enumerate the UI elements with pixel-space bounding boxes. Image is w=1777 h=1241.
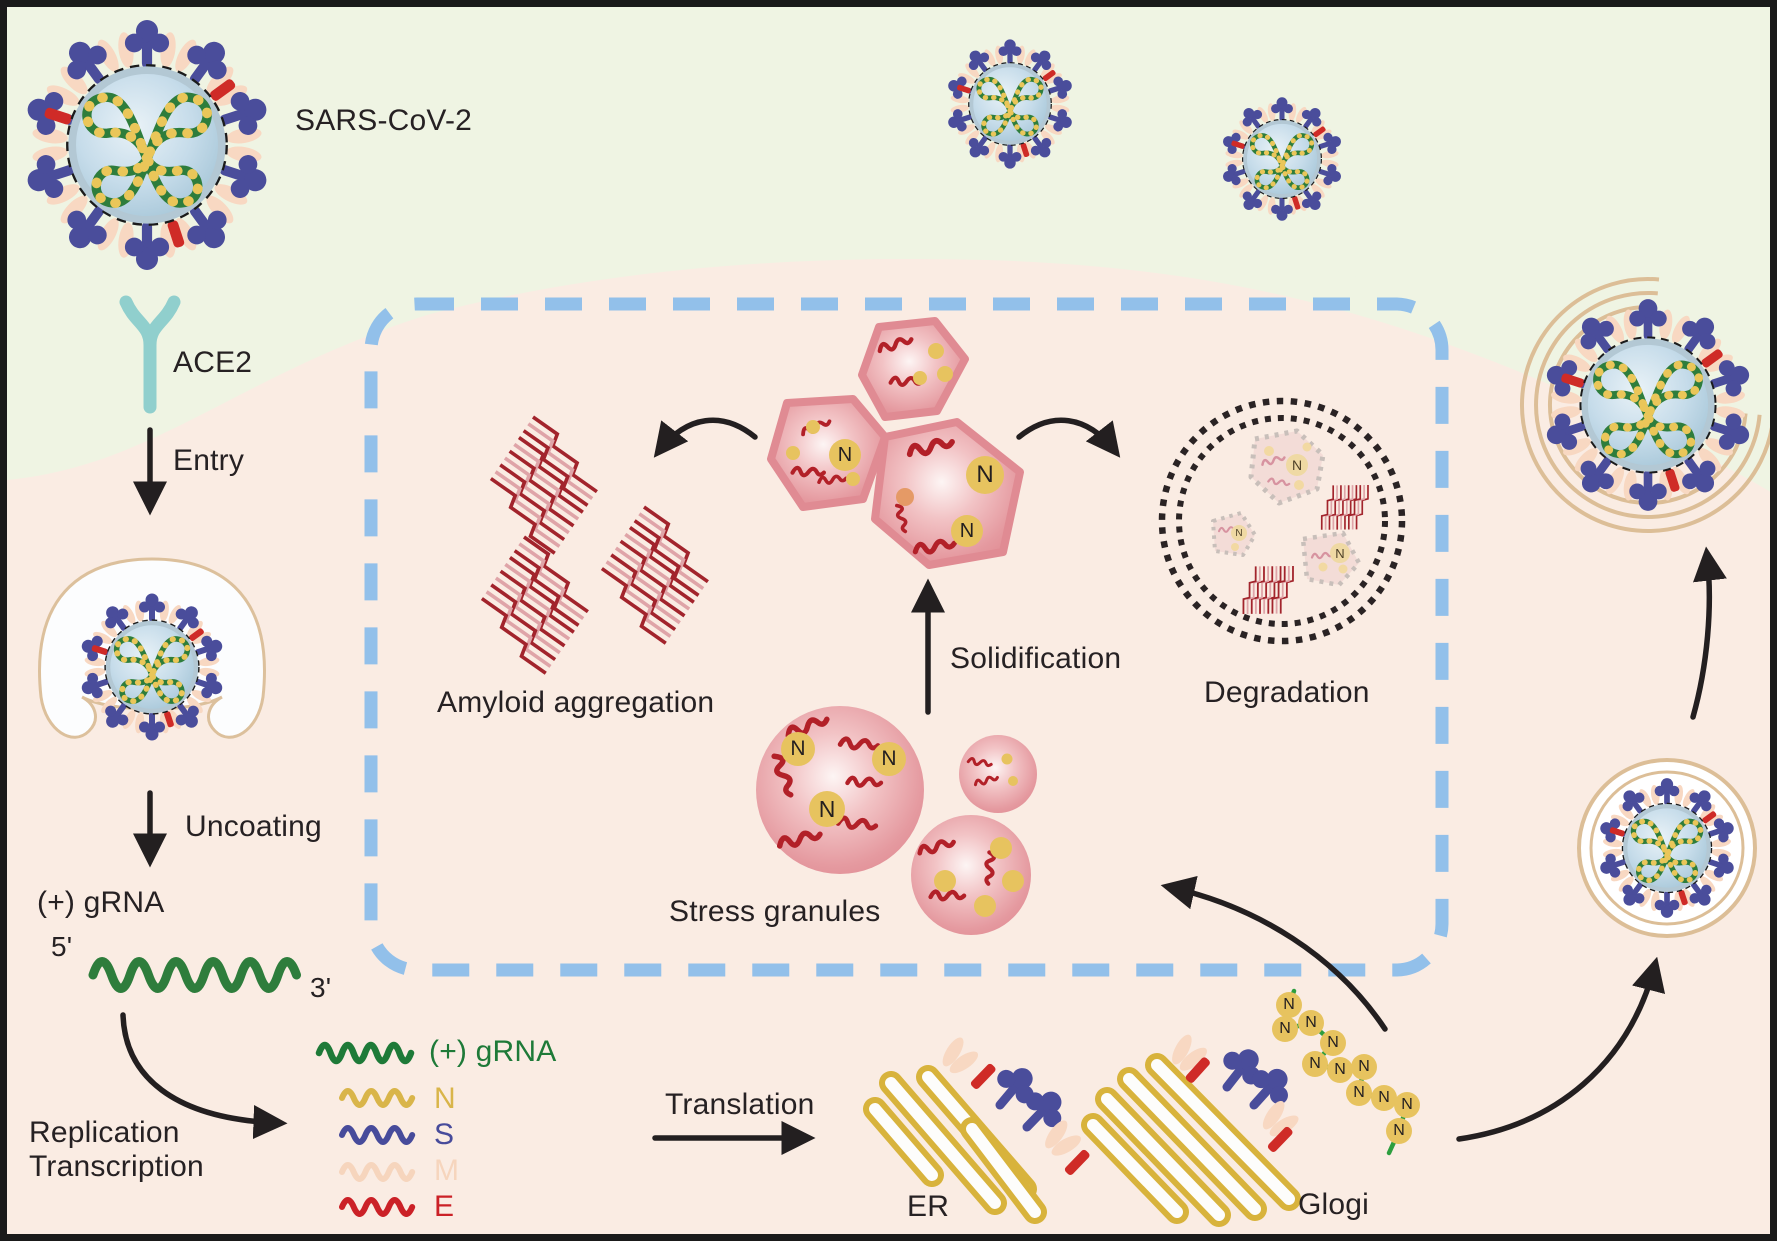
uncoating-label: Uncoating bbox=[185, 810, 322, 843]
replication-transcription-arrow bbox=[120, 1012, 288, 1140]
ace2-receptor bbox=[119, 295, 181, 414]
n-protein-badge: N bbox=[1330, 543, 1350, 563]
virus-name-label: SARS-CoV-2 bbox=[295, 104, 473, 137]
assembly-to-vesicle-arrow bbox=[1456, 956, 1666, 1142]
n-protein-badge: N bbox=[966, 456, 1004, 494]
five-prime-label: 5' bbox=[51, 931, 73, 962]
replication-label: Replication bbox=[29, 1116, 180, 1149]
translation-label: Translation bbox=[665, 1088, 815, 1121]
er-label: ER bbox=[907, 1190, 950, 1223]
solidification-label: Solidification bbox=[950, 642, 1122, 675]
n-protein-badge: N bbox=[872, 742, 906, 776]
n-protein-badge: N bbox=[1286, 454, 1308, 476]
n-protein-badge: N bbox=[1346, 1080, 1372, 1106]
degradation-label: Degradation bbox=[1204, 676, 1370, 709]
n-protein-badge: N bbox=[1272, 1016, 1298, 1042]
n-protein-badge: N bbox=[1351, 1054, 1377, 1080]
to-amyloid-arrow bbox=[653, 417, 758, 458]
vesicle-to-release-arrow bbox=[1690, 546, 1727, 720]
stress-granules-label: Stress granules bbox=[669, 895, 881, 928]
n-protein-badge: N bbox=[1231, 525, 1247, 541]
legend-m-label: M bbox=[434, 1154, 460, 1187]
transcription-label: Transcription bbox=[29, 1150, 204, 1183]
golgi-label: Glogi bbox=[1298, 1188, 1370, 1221]
grna-wave bbox=[88, 957, 301, 993]
n-protein-badge: N bbox=[1298, 1010, 1324, 1036]
text-overlay: SARS-CoV-2 ACE2 Entry Uncoating (+) gRNA… bbox=[7, 7, 1770, 1234]
er-organelle bbox=[863, 1032, 1091, 1224]
entry-label: Entry bbox=[173, 444, 245, 477]
n-protein-badge: N bbox=[809, 791, 845, 827]
three-prime-label: 3' bbox=[310, 972, 332, 1003]
n-protein-badge: N bbox=[1386, 1118, 1412, 1144]
n-protein-to-granules-arrow bbox=[1160, 875, 1388, 1032]
n-protein-badge: N bbox=[781, 732, 815, 766]
ace2-label: ACE2 bbox=[173, 346, 253, 379]
legend-e-label: E bbox=[434, 1190, 455, 1223]
amyloid-aggregation-label: Amyloid aggregation bbox=[437, 686, 715, 719]
legend-grna-label: (+) gRNA bbox=[429, 1035, 557, 1068]
hexagon-contents bbox=[786, 337, 955, 553]
n-protein-badge: N bbox=[951, 515, 983, 547]
cell-membrane-band bbox=[7, 7, 1770, 454]
n-protein-badge: N bbox=[1276, 992, 1302, 1018]
n-protein-badge: N bbox=[1327, 1057, 1353, 1083]
n-protein-badge: N bbox=[829, 439, 861, 471]
granule-pathway-dashed-box bbox=[364, 297, 1449, 977]
n-protein-badge: N bbox=[1371, 1085, 1397, 1111]
rna-legend-waves bbox=[315, 1041, 416, 1217]
n-protein-badge: N bbox=[1394, 1092, 1420, 1118]
golgi-organelle bbox=[1081, 1029, 1304, 1227]
legend-n-label: N bbox=[434, 1082, 456, 1115]
grna-label: (+) gRNA bbox=[37, 886, 165, 919]
legend-s-label: S bbox=[434, 1118, 455, 1151]
to-degradation-arrow bbox=[1016, 417, 1121, 458]
n-protein-badge: N bbox=[1320, 1030, 1346, 1056]
n-protein-badge: N bbox=[1302, 1051, 1328, 1077]
